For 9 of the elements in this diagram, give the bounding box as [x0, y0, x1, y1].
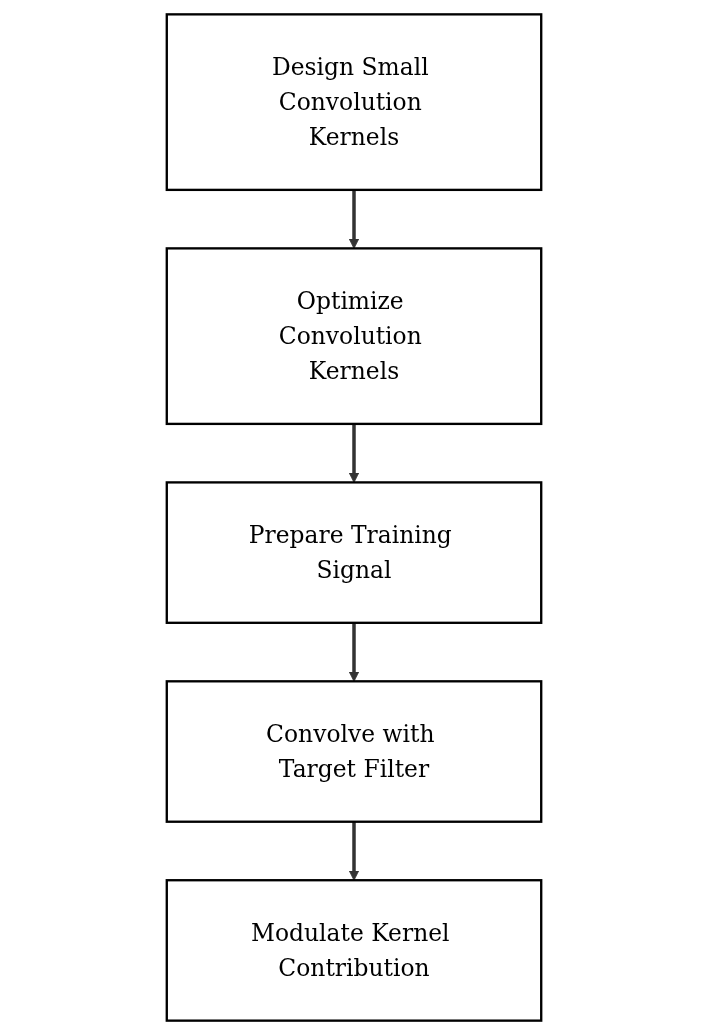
arrow — [348, 423, 360, 483]
node-box: Optimize Convolution Kernels — [165, 247, 543, 426]
arrow — [348, 622, 360, 682]
node-box: Prepare Training Signal — [165, 481, 543, 624]
arrow — [348, 189, 360, 249]
node-box: Modulate Kernel Contribution — [165, 879, 543, 1022]
node-box: Design Small Convolution Kernels — [165, 13, 543, 192]
node-box: Convolve with Target Filter — [165, 680, 543, 823]
arrow — [348, 821, 360, 881]
